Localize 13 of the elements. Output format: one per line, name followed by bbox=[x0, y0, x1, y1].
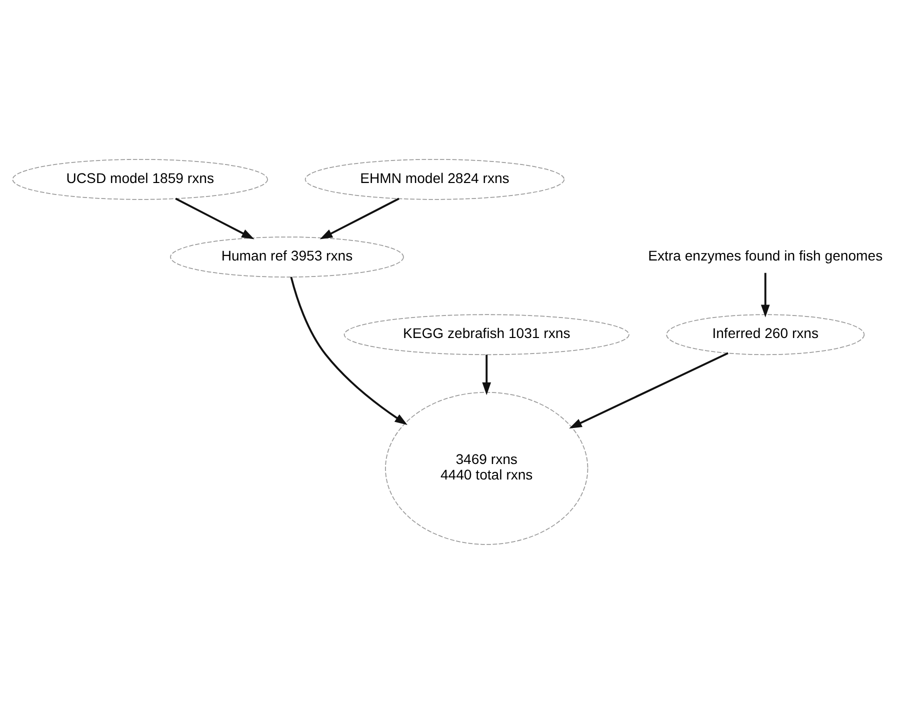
node-ellipse: 3469 rxns 4440 total rxns bbox=[385, 391, 588, 544]
node-ellipse: EHMN model 2824 rxns bbox=[304, 158, 565, 200]
node-ellipse: UCSD model 1859 rxns bbox=[12, 158, 268, 200]
arrow bbox=[482, 354, 492, 395]
arrow bbox=[569, 352, 728, 428]
node-ellipse: Human ref 3953 rxns bbox=[170, 236, 404, 277]
arrow bbox=[290, 276, 408, 425]
arrow bbox=[175, 197, 254, 239]
node-text: Extra enzymes found in fish genomes bbox=[648, 246, 883, 263]
node-ellipse: KEGG zebrafish 1031 rxns bbox=[344, 314, 630, 355]
arrow bbox=[320, 197, 400, 239]
arrow bbox=[760, 272, 770, 317]
node-ellipse: Inferred 260 rxns bbox=[666, 314, 865, 355]
